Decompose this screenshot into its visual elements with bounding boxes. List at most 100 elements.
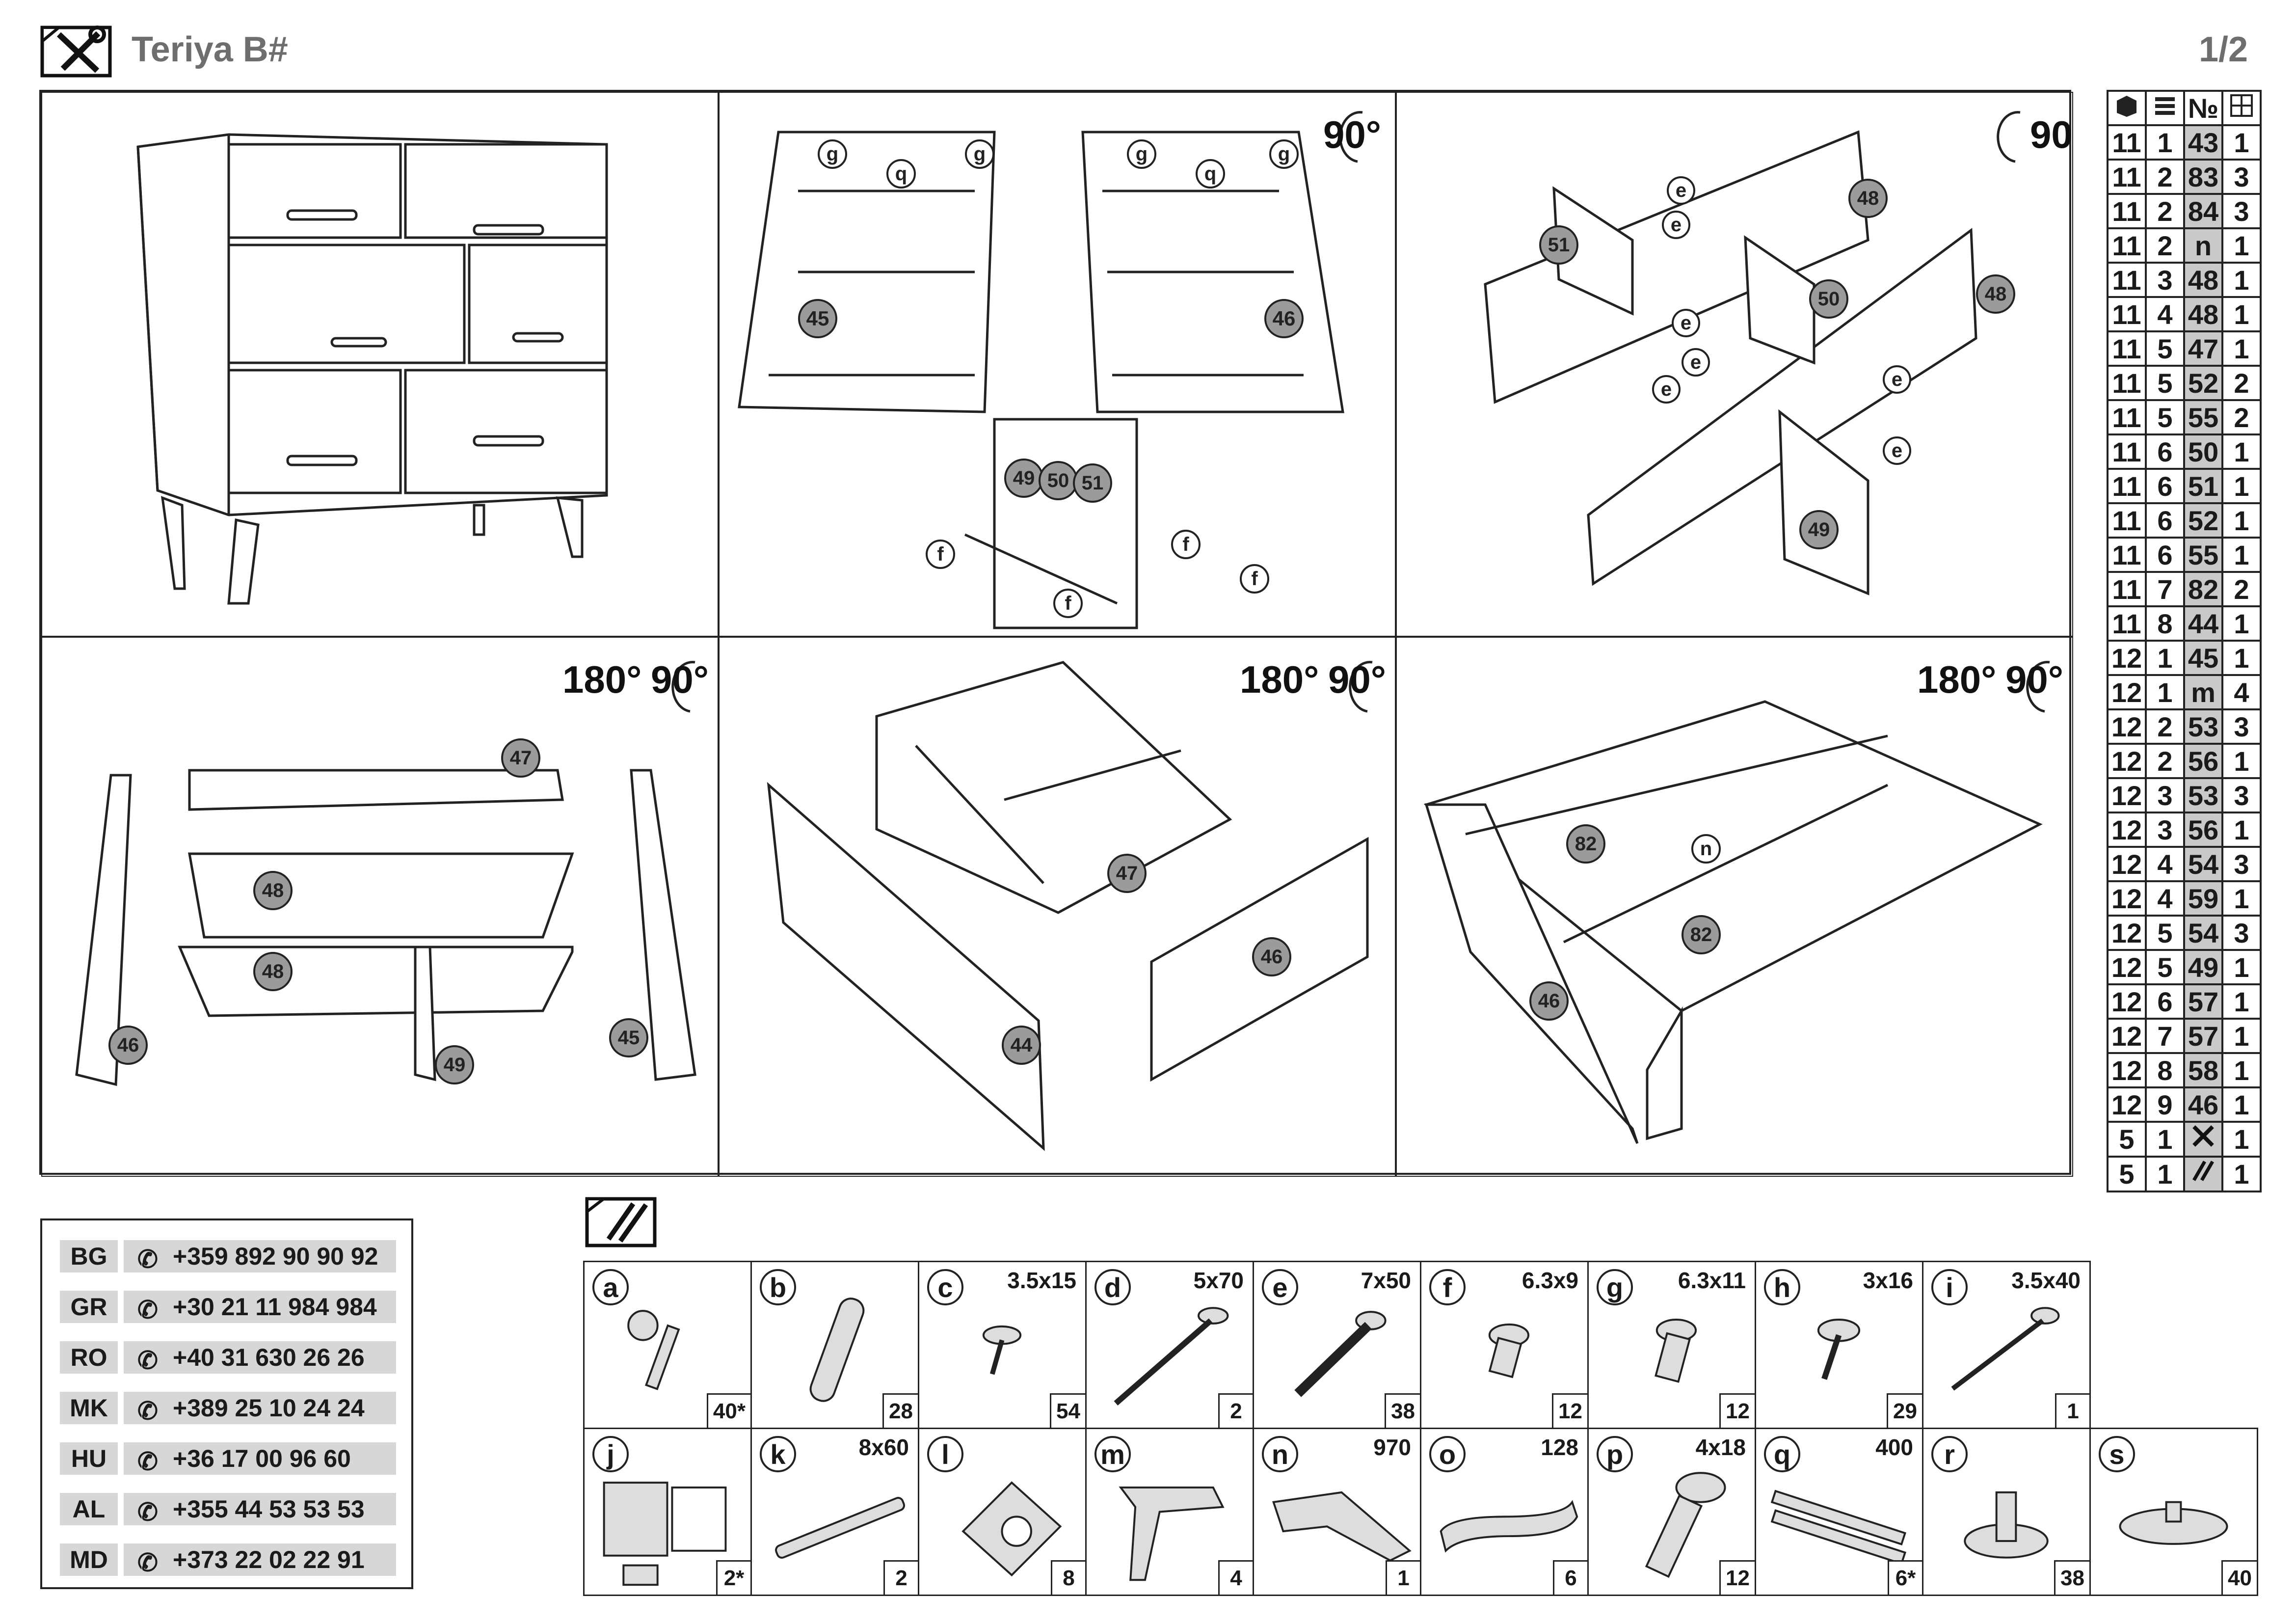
hardware-letter: c: [927, 1269, 963, 1305]
part-quantity: 1: [2221, 262, 2262, 298]
hardware-letter: h: [1764, 1269, 1800, 1305]
hardware-quantity: 6: [1553, 1560, 1587, 1595]
hardware-size: 6.3x9: [1522, 1268, 1578, 1293]
phone-number-text: +30 21 11 984 984: [173, 1293, 377, 1321]
part-number: 45: [2183, 640, 2223, 676]
part-number: 56: [2183, 743, 2223, 779]
layer-number: 5: [2145, 949, 2185, 985]
part-quantity: 1: [2221, 640, 2262, 676]
part-badge: 45: [798, 299, 837, 338]
box-number: 11: [2107, 468, 2147, 504]
hardware-letter: a: [592, 1269, 629, 1305]
fitting-e: e: [1682, 348, 1710, 377]
hardware-size: 8x60: [858, 1435, 909, 1460]
part-number: 48: [2183, 262, 2223, 298]
part-badge: 51: [1539, 225, 1578, 265]
part-quantity: 3: [2221, 708, 2262, 745]
hardware-letter: k: [760, 1436, 796, 1472]
phone-number[interactable]: ✆+30 21 11 984 984: [124, 1291, 396, 1324]
number-header: №: [2183, 90, 2223, 126]
layer-number: 7: [2145, 571, 2185, 607]
layer-number: 1: [2145, 674, 2185, 710]
box-number: 12: [2107, 743, 2147, 779]
box-number: 11: [2107, 296, 2147, 332]
country-code: RO: [60, 1341, 118, 1374]
hardware-quantity: 29: [1887, 1393, 1922, 1428]
box-number: 12: [2107, 777, 2147, 813]
part-number: 52: [2183, 502, 2223, 539]
phone-row: RO✆+40 31 630 26 26: [60, 1341, 396, 1374]
box-number: 12: [2107, 983, 2147, 1020]
side-panels-illustration: [767, 661, 1373, 1151]
hardware-letter: f: [1429, 1269, 1466, 1305]
part-number: 56: [2183, 812, 2223, 848]
phone-number[interactable]: ✆+40 31 630 26 26: [124, 1341, 396, 1374]
part-badge: 46: [108, 1026, 148, 1065]
hardware-a-icon: [627, 1310, 680, 1390]
layer-number: 5: [2145, 915, 2185, 951]
phone-number[interactable]: ✆+36 17 00 96 60: [124, 1442, 396, 1475]
phone-row: GR✆+30 21 11 984 984: [60, 1291, 396, 1324]
hardware-size: 4x18: [1695, 1435, 1746, 1460]
box-number: 5: [2107, 1156, 2147, 1192]
layer-number: 2: [2145, 193, 2185, 229]
part-number: 84: [2183, 193, 2223, 229]
layer-number: 1: [2145, 124, 2185, 161]
phone-icon: ✆: [137, 1549, 158, 1576]
phone-row: MD✆+373 22 02 22 91: [60, 1543, 396, 1576]
phone-number[interactable]: ✆+355 44 53 53 53: [124, 1493, 396, 1526]
assembly-steps: 90° 45 46 49 50 51 g g q g g q f f f f 9…: [39, 90, 2073, 1177]
hardware-letter: o: [1429, 1436, 1466, 1472]
hardware-quantity: 1: [2055, 1393, 2089, 1428]
part-number: 55: [2183, 537, 2223, 573]
hardware-letter: d: [1095, 1269, 1131, 1305]
box-number: 11: [2107, 193, 2147, 229]
fitting-e: e: [1652, 375, 1681, 404]
phone-number[interactable]: ✆+373 22 02 22 91: [124, 1543, 396, 1576]
hardware-l-icon: [961, 1481, 1062, 1577]
hardware-quantity: 40*: [706, 1393, 750, 1428]
country-code: MK: [60, 1392, 118, 1424]
part-quantity: 1: [2221, 537, 2262, 573]
part-number: 55: [2183, 399, 2223, 435]
dresser-illustration: [136, 133, 608, 605]
part-quantity: 1: [2221, 605, 2262, 642]
box-number: 11: [2107, 502, 2147, 539]
part-quantity: 1: [2221, 296, 2262, 332]
phone-number[interactable]: ✆+359 892 90 90 92: [124, 1240, 396, 1273]
rotation-label: 180°: [562, 658, 642, 701]
part-badge: 50: [1809, 279, 1848, 319]
box-number: 12: [2107, 812, 2147, 848]
phone-row: HU✆+36 17 00 96 60: [60, 1442, 396, 1475]
hardware-size: 128: [1541, 1435, 1578, 1460]
part-quantity: 3: [2221, 193, 2262, 229]
hardware-quantity: 8: [1051, 1560, 1085, 1595]
part-quantity: 1: [2221, 949, 2262, 985]
fitting-q: q: [1196, 159, 1225, 189]
phone-number-text: +36 17 00 96 60: [173, 1445, 351, 1472]
phone-number[interactable]: ✆+389 25 10 24 24: [124, 1392, 396, 1425]
layer-number: 7: [2145, 1018, 2185, 1054]
part-number: 49: [2183, 949, 2223, 985]
phone-row: MK✆+389 25 10 24 24: [60, 1392, 396, 1425]
box-number: 12: [2107, 1018, 2147, 1054]
part-badge: 45: [609, 1018, 648, 1057]
hardware-size: 5x70: [1193, 1268, 1244, 1293]
layer-number: 6: [2145, 468, 2185, 504]
part-badge: 50: [1039, 461, 1078, 500]
part-badge: 47: [1107, 854, 1147, 893]
hardware-r-icon: [1964, 1491, 2049, 1559]
part-number: 82: [2183, 571, 2223, 607]
box-number: 11: [2107, 605, 2147, 642]
hardware-size: 3.5x40: [2011, 1268, 2081, 1293]
